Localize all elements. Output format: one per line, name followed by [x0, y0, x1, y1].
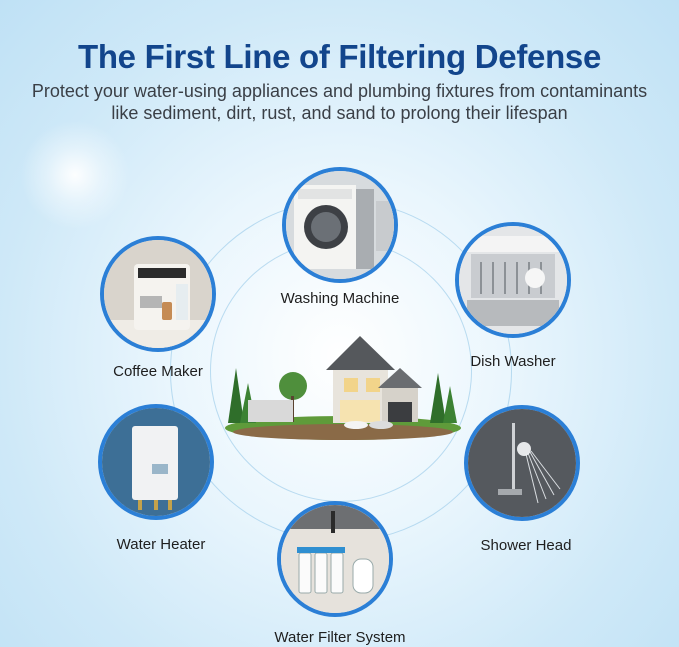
dish-washer-icon [455, 222, 571, 338]
water-heater-icon [98, 404, 214, 520]
subtitle-line-2: like sediment, dirt, rust, and sand to p… [111, 103, 568, 123]
water-heater-label: Water Heater [116, 536, 206, 553]
dish-washer-label: Dish Washer [470, 353, 556, 370]
page-title: The First Line of Filtering Defense [77, 38, 602, 75]
washing-machine-icon [282, 167, 398, 283]
house-illustration [225, 336, 461, 440]
subtitle-line-1: Protect your water-using appliances and … [31, 81, 648, 101]
coffee-maker-icon [100, 236, 216, 352]
light-flare [20, 120, 130, 230]
coffee-maker-label: Coffee Maker [113, 363, 203, 380]
shower-head-icon [464, 405, 580, 521]
subtitle: Protect your water-using appliances and … [0, 80, 679, 124]
water-filter-system-label: Water Filter System [274, 629, 406, 646]
shower-head-label: Shower Head [480, 537, 572, 554]
water-filter-system-icon [277, 501, 393, 617]
washing-machine-label: Washing Machine [280, 290, 400, 307]
